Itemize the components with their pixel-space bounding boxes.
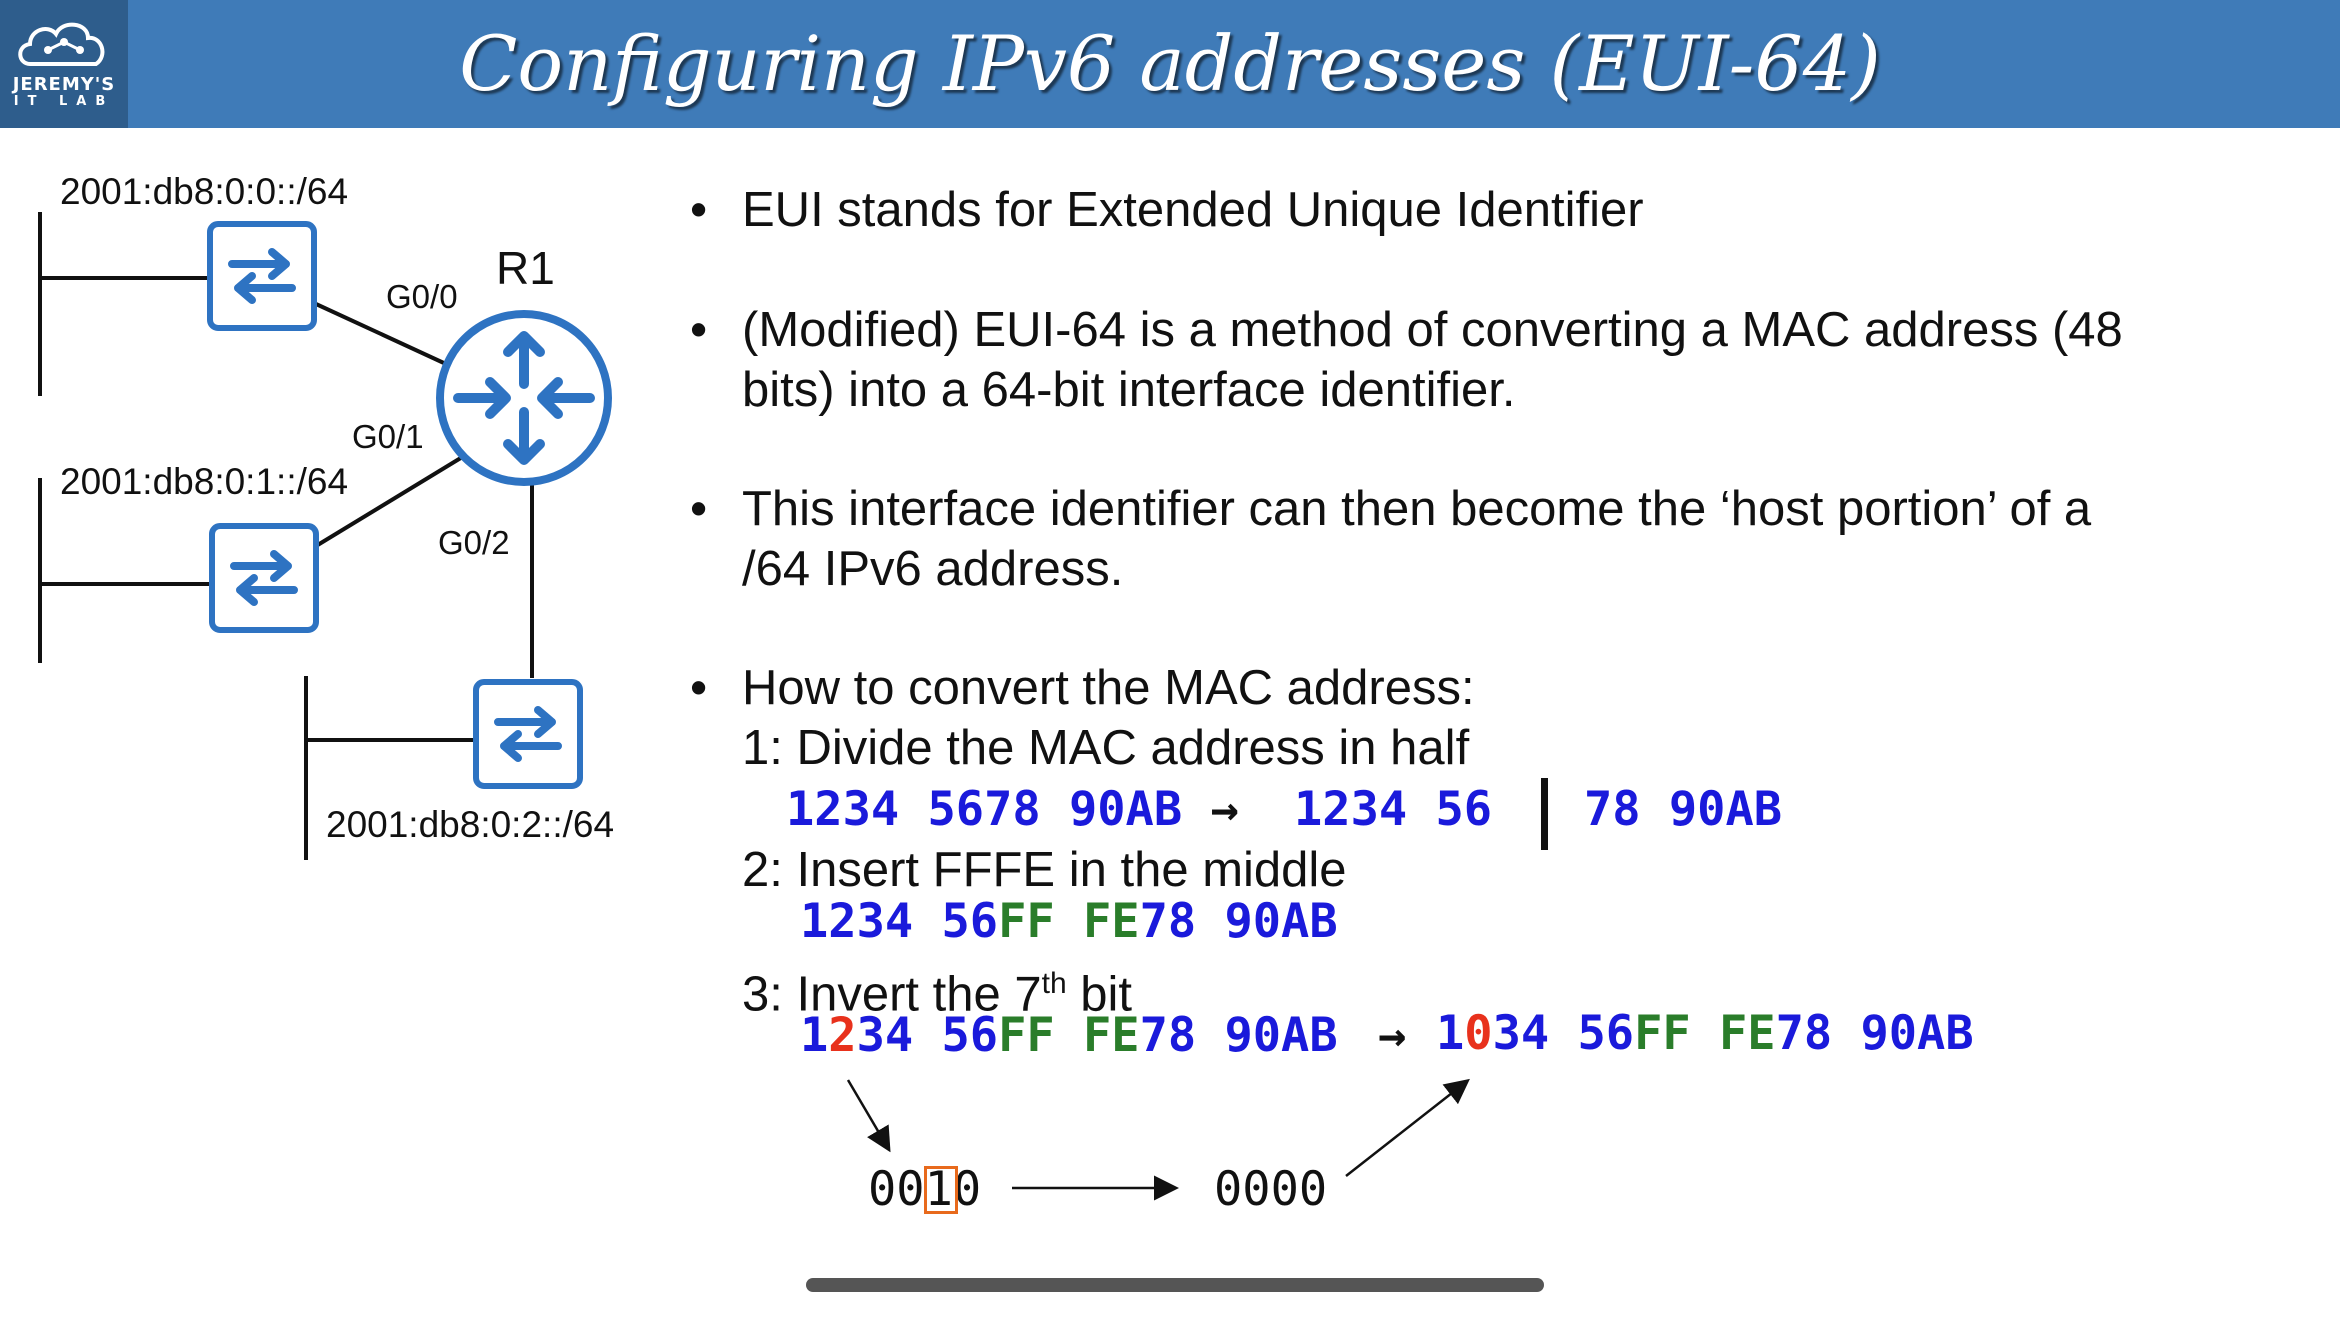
mac-part: 78 90AB: [1139, 894, 1338, 949]
bullet-text-line: This interface identifier can then becom…: [742, 482, 2092, 536]
mac-part: 1: [800, 1008, 829, 1063]
mac-address: 1234 5678 90AB: [786, 782, 1183, 837]
seventh-bit: 1: [924, 1162, 953, 1217]
split-divider: [1541, 778, 1548, 850]
flip-digit: 2: [828, 1008, 857, 1063]
interface-label: G0/2: [438, 524, 510, 561]
bullet-text: How to convert the MAC address:: [742, 661, 1475, 715]
bullet-text-line: (Modified) EUI-64 is a method of convert…: [742, 303, 2123, 357]
logo-subtext: IT LAB: [13, 94, 115, 109]
title-bar: [0, 0, 2340, 128]
slide-title: Configuring IPv6 addresses (EUI-64): [459, 19, 1881, 108]
flip-digit: 0: [1464, 1006, 1493, 1061]
fffe-part: FF FE: [998, 894, 1140, 949]
bullet-marker: •: [690, 183, 708, 237]
switch-icon: [209, 523, 319, 633]
interface-label: G0/1: [352, 418, 424, 455]
router-icon: [436, 310, 612, 486]
arrow-icon: [1345, 1078, 1470, 1177]
switch-icon: [207, 221, 317, 331]
mac-part: 78 90AB: [1139, 1008, 1338, 1063]
logo-text: JEREMY'S: [12, 74, 116, 95]
bullet-marker: •: [690, 303, 708, 357]
network-label: 2001:db8:0:0::/64: [60, 171, 348, 212]
switch-icon: [473, 679, 583, 789]
bullet-marker: •: [690, 661, 708, 715]
cloud-logo-icon: [18, 22, 105, 66]
fffe-part: FF FE: [998, 1008, 1140, 1063]
arrow-icon: →: [1210, 782, 1239, 837]
mac-part: 1234 56: [800, 894, 999, 949]
superscript: th: [1041, 967, 1067, 1000]
arrow-icon: →: [1378, 1008, 1407, 1063]
mac-part: 1: [1436, 1006, 1465, 1061]
step-2-label: 2: Insert FFFE in the middle: [742, 843, 1347, 897]
router-label: R1: [496, 242, 555, 294]
network-diagram: R1 2001:db8:0:0::/64 2001:db8:0:1::/64 2…: [38, 171, 614, 860]
logo: JEREMY'S IT LAB: [0, 0, 128, 128]
bullet-marker: •: [690, 482, 708, 536]
binary-part: 00: [868, 1162, 925, 1217]
arrow-icon: [846, 1079, 891, 1153]
bullet-text-line: bits) into a 64-bit interface identifier…: [742, 363, 1516, 417]
step-1-label: 1: Divide the MAC address in half: [742, 721, 1470, 775]
bullet-text: EUI stands for Extended Unique Identifie…: [742, 183, 1644, 237]
mac-part: 34 56: [856, 1008, 999, 1063]
mac-part: 34 56: [1492, 1006, 1635, 1061]
step-3-text: 3: Invert the 7: [742, 967, 1042, 1022]
binary-after: 0000: [1214, 1162, 1328, 1217]
home-indicator[interactable]: [806, 1278, 1544, 1292]
mac-address-full: 1234 5678 90AB →: [786, 782, 1239, 838]
step-3-label: 3: Invert the 7th bit: [742, 954, 1132, 1024]
mac-left-half: 1234 56: [1294, 782, 1493, 837]
eui-inserted: 1234 56FF FE78 90AB: [800, 894, 1338, 950]
eui-before-flip: 1234 56FF FE78 90AB: [800, 1008, 1338, 1064]
seventh-bit-highlight: [924, 1166, 958, 1214]
mac-part: 78 90AB: [1775, 1006, 1974, 1061]
bullet-text-line: /64 IPv6 address.: [742, 542, 1124, 596]
mac-right-half: 78 90AB: [1584, 782, 1783, 837]
step-3-text: bit: [1066, 967, 1133, 1022]
network-label: 2001:db8:0:2::/64: [326, 804, 614, 845]
fffe-part: FF FE: [1634, 1006, 1776, 1061]
eui-after-flip: 1034 56FF FE78 90AB: [1436, 1006, 1974, 1062]
network-label: 2001:db8:0:1::/64: [60, 461, 348, 502]
interface-label: G0/0: [386, 278, 458, 315]
binary-before: 0010: [868, 1162, 981, 1218]
